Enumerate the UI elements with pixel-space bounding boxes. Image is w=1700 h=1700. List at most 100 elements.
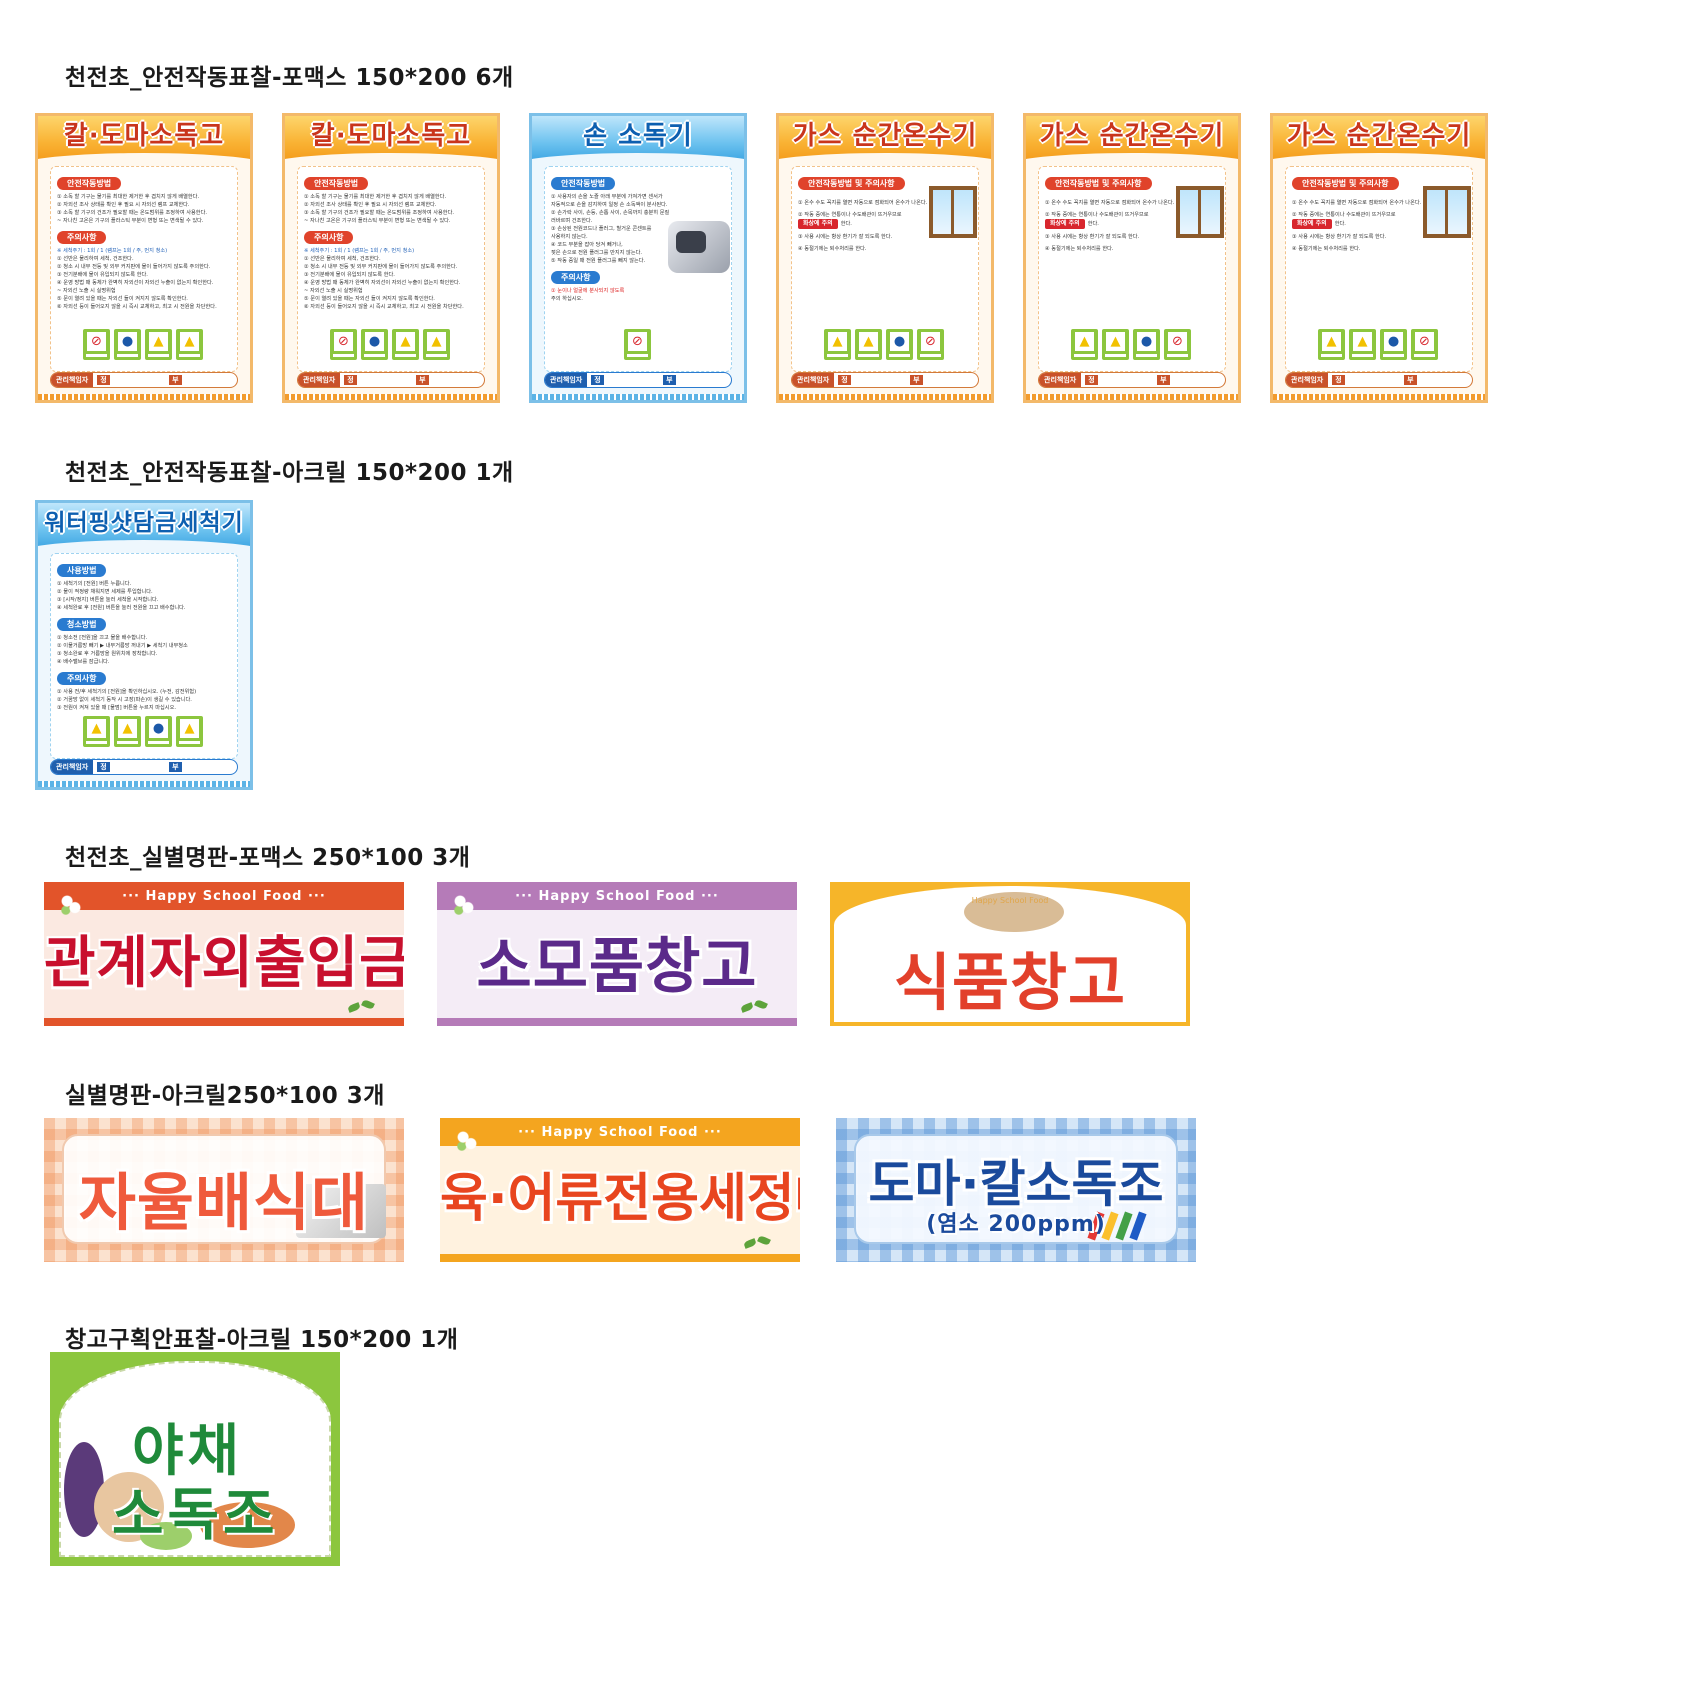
section-title-safety-acrylic: 천전초_안전작동표찰-아크릴 150*200 1개 bbox=[65, 460, 514, 486]
card-footer bbox=[38, 781, 250, 787]
caution-line: ② 청소 시 내부 전등 및 외부 커지판에 물이 들어가지 않도록 주의한다. bbox=[57, 264, 211, 270]
manager-field: 관리책임자 정 부 bbox=[297, 372, 485, 388]
caution-line: ⑥ 자외선 등이 들어오지 않을 시 즉시 교체하고, 최고 시 전원을 차단한… bbox=[57, 304, 217, 310]
hand-injury-icon: ⊘ bbox=[1164, 329, 1191, 360]
section-heading: 안전작동방법 bbox=[551, 177, 616, 190]
manager-sub-tag: 부 bbox=[416, 375, 429, 385]
manager-label: 관리책임자 bbox=[545, 373, 588, 387]
section-heading: 안전작동방법 및 주의사항 bbox=[798, 177, 905, 190]
instruction-line: ① 온수 수도 꼭지를 열면 자동으로 점화되어 온수가 나온다. bbox=[798, 200, 928, 206]
instruction-line: ② 이물거름망 빼기 ▶ 내부거름망 꺼내기 ▶ 세척기 내부청소 bbox=[57, 643, 188, 649]
manager-main-tag: 정 bbox=[591, 375, 604, 385]
plate-subtext: (염소 200ppm) bbox=[926, 1212, 1106, 1237]
caution-line: ③ 전기분배에 물이 유입되지 않도록 한다. bbox=[304, 272, 395, 278]
safety-card-gas-water-heater-2[interactable]: 가스 순간온수기 안전작동방법 및 주의사항 ① 온수 수도 꼭지를 열면 자동… bbox=[1023, 113, 1241, 403]
caution-line: ① 사용 전/후 세척기의 [전원]을 확인하십시오. (누전, 감전위험) bbox=[57, 689, 197, 695]
instruction-line: ③ 소독 할 기구의 건조가 필요할 때는 온도범위를 조정하여 사용한다. bbox=[304, 210, 454, 216]
manager-label: 관리책임자 bbox=[51, 760, 94, 774]
safety-icons: ⊘ bbox=[624, 329, 651, 360]
safety-card-gas-water-heater-1[interactable]: 가스 순간온수기 안전작동방법 및 주의사항 ① 온수 수도 꼭지를 열면 자동… bbox=[776, 113, 994, 403]
warning-icon: ▲ bbox=[1071, 329, 1098, 360]
card-title: 칼·도마소독고 bbox=[63, 121, 225, 151]
caution-line: ① 눈이나 얼굴에 분사되지 않도록 bbox=[551, 288, 625, 294]
hot-surface-icon: ▲ bbox=[1349, 329, 1376, 360]
warning-icon: ▲ bbox=[824, 329, 851, 360]
manager-main-tag: 정 bbox=[1332, 375, 1345, 385]
hand-injury-icon: ⊘ bbox=[917, 329, 944, 360]
safety-icons: ▲ ▲ ● ▲ bbox=[83, 716, 203, 747]
card-title: 가스 순간온수기 bbox=[792, 121, 978, 151]
manager-field: 관리책임자 정 부 bbox=[50, 759, 238, 775]
safety-card-gas-water-heater-3[interactable]: 가스 순간온수기 안전작동방법 및 주의사항 ① 온수 수도 꼭지를 열면 자동… bbox=[1270, 113, 1488, 403]
card-title: 손 소독기 bbox=[583, 121, 693, 151]
card-footer bbox=[1026, 394, 1238, 400]
placard-text-line1: 야채 bbox=[132, 1419, 244, 1484]
nameplate-no-entry[interactable]: ··· Happy School Food ··· 관계자외출입금지 bbox=[44, 882, 404, 1026]
hand-injury-icon: ⊘ bbox=[624, 329, 651, 360]
plate-text: 육·어류전용세정대 bbox=[440, 1169, 800, 1229]
nameplate-supplies-storage[interactable]: ··· Happy School Food ··· 소모품창고 bbox=[437, 882, 797, 1026]
caution-line: ⑤ 문이 열려 있을 때는 자외선 들이 켜지지 않도록 확인한다. bbox=[304, 296, 435, 302]
manager-main-tag: 정 bbox=[344, 375, 357, 385]
instruction-line: ③ 사용 시에는 항상 환기가 잘 되도록 한다. bbox=[1045, 234, 1140, 240]
nameplate-self-serve-counter[interactable]: 자율배식대 bbox=[44, 1118, 404, 1262]
safety-icons: ▲ ▲ ● ⊘ bbox=[1071, 329, 1191, 360]
safety-icons: ▲ ▲ ● ⊘ bbox=[1318, 329, 1438, 360]
safety-card-knife-sterilizer-2[interactable]: 칼·도마소독고 안전작동방법 ① 소독 할 기구는 물기를 최대한 제거한 후 … bbox=[282, 113, 500, 403]
plate-band: ··· Happy School Food ··· bbox=[437, 882, 797, 910]
instruction-line: 자동적으로 손을 감지하여 일정 손 소독액이 분사된다. bbox=[551, 202, 668, 208]
instruction-line: ④ 동절기에는 퇴수처리를 한다. bbox=[1292, 246, 1361, 252]
manager-sub-tag: 부 bbox=[169, 375, 182, 385]
plate-bottom-band bbox=[437, 1018, 797, 1026]
instruction-line: ② 자외선 조사 상태를 확인 후 필요 시 자외선 램프 교체한다. bbox=[304, 202, 437, 208]
protective-gear-icon: ● bbox=[361, 329, 388, 360]
instruction-line: ③ 소독 할 기구의 건조가 필요할 때는 온도범위를 조정하여 사용한다. bbox=[57, 210, 207, 216]
manager-field: 관리책임자 정 부 bbox=[1038, 372, 1226, 388]
sanitizer-dispenser-image bbox=[668, 221, 730, 273]
instruction-line: ① 세척기의 [전원] 버튼 누릅니다. bbox=[57, 581, 132, 587]
cucumber-image bbox=[140, 1522, 192, 1550]
instruction-line: 젖은 손으로 전원 플러그를 만지지 않는다. bbox=[551, 250, 643, 256]
manager-field: 관리책임자 정 부 bbox=[50, 372, 238, 388]
placard-vegetable-sterilizer[interactable]: 야채 소독조 bbox=[50, 1352, 340, 1566]
nameplate-meat-fish-sink[interactable]: ··· Happy School Food ··· 육·어류전용세정대 bbox=[440, 1118, 800, 1262]
manager-field: 관리책임자 정 부 bbox=[1285, 372, 1473, 388]
burn-warning-tag: 화상에 주의 bbox=[1292, 219, 1332, 229]
instruction-line: ③ 손상된 전원코드나 플러그, 헐거운 콘센트를 bbox=[551, 226, 652, 232]
manager-main-tag: 정 bbox=[838, 375, 851, 385]
manager-field: 관리책임자 정 부 bbox=[791, 372, 979, 388]
safety-card-water-washer[interactable]: 워터핑샷담금세척기 사용방법 ① 세척기의 [전원] 버튼 누릅니다. ② 물이… bbox=[35, 500, 253, 790]
flower-icon bbox=[58, 892, 84, 918]
leaf-icon bbox=[342, 1000, 382, 1016]
caution-line: 주의 하십시오. bbox=[551, 296, 583, 302]
instruction-line: ① 소독 할 기구는 물기를 최대한 제거한 후 겹치지 않게 배열한다. bbox=[57, 194, 200, 200]
hand-injury-icon: ⊘ bbox=[330, 329, 357, 360]
warning-icon: ▲ bbox=[392, 329, 419, 360]
protective-gear-icon: ● bbox=[145, 716, 172, 747]
instruction-line: 한다. bbox=[840, 221, 852, 227]
nameplate-food-storage[interactable]: Happy School Food 식품창고 bbox=[830, 882, 1190, 1026]
nameplate-cutting-board-sterilizer[interactable]: 도마·칼소독조 (염소 200ppm) bbox=[836, 1118, 1196, 1262]
card-footer bbox=[779, 394, 991, 400]
manager-field: 관리책임자 정 부 bbox=[544, 372, 732, 388]
safety-card-hand-sanitizer[interactable]: 손 소독기 안전작동방법 ① 사용자의 손을 노즐 아래 부분에 가져가면 센서… bbox=[529, 113, 747, 403]
instruction-line: ④ 세척완료 후 [전원] 버튼을 눌러 전원을 끄고 배수합니다. bbox=[57, 605, 186, 611]
instruction-line: ⑤ 작동 중일 때 전원 플러그를 빼지 않는다. bbox=[551, 258, 646, 264]
hot-surface-icon: ▲ bbox=[855, 329, 882, 360]
flower-icon bbox=[454, 1128, 480, 1154]
instruction-line: ① 청소전 [전원]을 끄고 물을 배수합니다. bbox=[57, 635, 148, 641]
safety-card-knife-sterilizer-1[interactable]: 칼·도마소독고 안전작동방법 ① 소독 할 기구는 물기를 최대한 제거한 후 … bbox=[35, 113, 253, 403]
manager-main-tag: 정 bbox=[1085, 375, 1098, 385]
manager-sub-tag: 부 bbox=[910, 375, 923, 385]
instruction-line: ① 온수 수도 꼭지를 열면 자동으로 점화되어 온수가 나온다. bbox=[1045, 200, 1175, 206]
manager-label: 관리책임자 bbox=[1286, 373, 1329, 387]
instruction-line: ④ 동절기에는 퇴수처리를 한다. bbox=[1045, 246, 1114, 252]
serving-tray-image bbox=[296, 1184, 386, 1238]
section-heading: 주의사항 bbox=[57, 231, 107, 244]
leaf-icon bbox=[735, 1000, 775, 1016]
instruction-line: ④ 코드 부분을 잡아 당겨 빼거나, bbox=[551, 242, 623, 248]
instruction-line: 한다. bbox=[1087, 221, 1099, 227]
protective-gear-icon: ● bbox=[1133, 329, 1160, 360]
hot-surface-icon: ▲ bbox=[114, 716, 141, 747]
plate-inner: Happy School Food bbox=[834, 886, 1186, 1022]
